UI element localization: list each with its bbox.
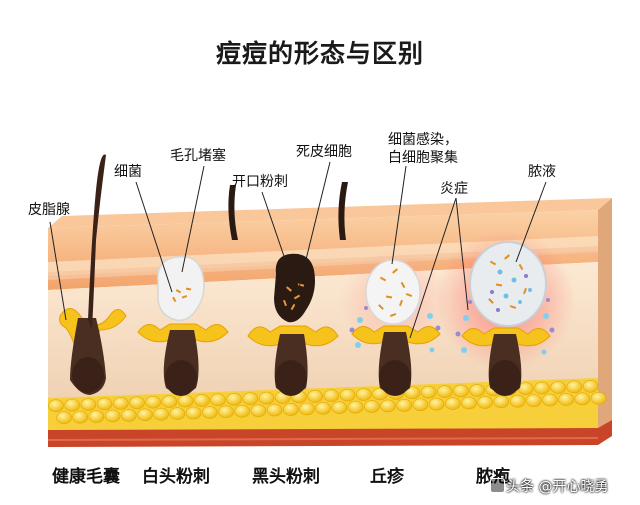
fat-cell: [363, 400, 380, 413]
watermark: 头条 @开心晓勇: [506, 479, 609, 495]
watermark-icon: [490, 478, 505, 493]
fat-cell: [121, 409, 137, 422]
fat-cell: [177, 394, 194, 408]
fat-cell: [64, 398, 80, 412]
fat-cell: [137, 408, 153, 422]
label-pus: 脓液: [528, 164, 556, 180]
stage-label-blackhead: 黑头粉刺: [252, 467, 320, 487]
bacteria-cluster: [378, 268, 413, 317]
diagram-title: 痘痘的形态与区别: [215, 39, 424, 68]
fat-cell: [185, 406, 202, 420]
label-dead-skin: 死皮细胞: [296, 144, 352, 160]
stage-label-healthy: 健康毛囊: [52, 467, 120, 487]
white-blood-cells: [349, 306, 441, 353]
whitehead-follicle: [137, 185, 238, 396]
fat-cell: [469, 384, 486, 397]
fat-cell: [347, 400, 364, 414]
fat-cell: [534, 381, 550, 395]
fat-cell: [234, 404, 250, 418]
fat-cell: [339, 388, 356, 402]
fat-cell: [477, 396, 494, 409]
fat-cell: [242, 392, 259, 405]
bacteria-cluster: [172, 287, 192, 303]
fat-cell: [525, 394, 542, 407]
fat-cell: [113, 397, 129, 410]
fat-cell: [566, 380, 583, 394]
fat-cell: [428, 397, 445, 411]
fat-cell: [80, 398, 97, 411]
fat-cell: [396, 399, 413, 412]
fat-cell: [542, 393, 558, 407]
fat-cell: [444, 397, 461, 410]
fat-cell: [153, 407, 169, 421]
fat-cell: [574, 392, 591, 406]
stage-label-papule: 丘疹: [370, 467, 404, 487]
fat-cell: [72, 410, 88, 424]
fat-cell: [202, 406, 218, 419]
fat-cell: [323, 389, 340, 402]
fat-cell: [169, 407, 186, 420]
fat-cell: [56, 411, 72, 425]
fat-cell: [550, 381, 567, 394]
fat-cell: [194, 394, 210, 407]
block-side-face: [598, 198, 612, 445]
fat-cell: [104, 409, 121, 423]
fat-cell: [461, 396, 477, 410]
label-infection-line1: 细菌感染，: [388, 132, 458, 148]
label-sebaceous-gland: 皮脂腺: [28, 202, 70, 218]
label-pore-blockage: 毛孔堵塞: [170, 148, 226, 164]
fat-cell: [582, 379, 599, 393]
fat-cell: [145, 395, 161, 409]
skin-surface: [48, 198, 612, 228]
fat-cell: [412, 398, 429, 412]
label-open-pore: 开口粉刺: [232, 174, 288, 190]
pus-particles: [488, 254, 532, 312]
fat-cell: [453, 384, 469, 398]
fat-cell: [380, 399, 396, 413]
fat-cell: [509, 394, 526, 408]
fat-cell: [331, 401, 348, 414]
fat-cell: [96, 397, 113, 411]
fat-cell: [315, 401, 332, 415]
stage-label-whitehead: 白头粉刺: [142, 467, 210, 487]
fat-cell: [48, 399, 64, 413]
fat-cell: [250, 404, 267, 417]
fat-cell: [404, 386, 421, 400]
pustule-follicle: [435, 230, 575, 396]
label-inflammation: 炎症: [440, 181, 468, 197]
label-infection-line2: 白细胞聚集: [388, 150, 458, 166]
fat-cells: [48, 379, 607, 425]
healthy-follicle: [59, 154, 127, 395]
leader-lines: [49, 161, 547, 339]
fat-cell: [129, 396, 145, 410]
fat-cell: [299, 402, 315, 416]
fat-cell: [258, 391, 275, 405]
fat-cell: [266, 403, 283, 417]
fat-cell: [282, 403, 299, 416]
fat-cell: [436, 385, 453, 398]
dead-skin-flakes: [283, 283, 305, 311]
fat-cell: [88, 410, 105, 423]
white-blood-cells: [455, 298, 555, 355]
fat-cell: [210, 393, 226, 407]
stage-label-pustule: 脓疱: [476, 467, 510, 487]
fat-cell: [493, 395, 510, 409]
fat-cell: [226, 392, 242, 406]
fat-cell: [355, 388, 372, 401]
fat-cell: [307, 389, 324, 403]
fat-cell: [218, 405, 234, 419]
blackhead-follicle: [247, 182, 348, 396]
fat-cell: [558, 393, 575, 406]
label-bacteria: 细菌: [114, 164, 142, 180]
fat-cell: [161, 395, 178, 408]
fat-cell: [590, 391, 607, 405]
fat-cell: [420, 385, 437, 399]
